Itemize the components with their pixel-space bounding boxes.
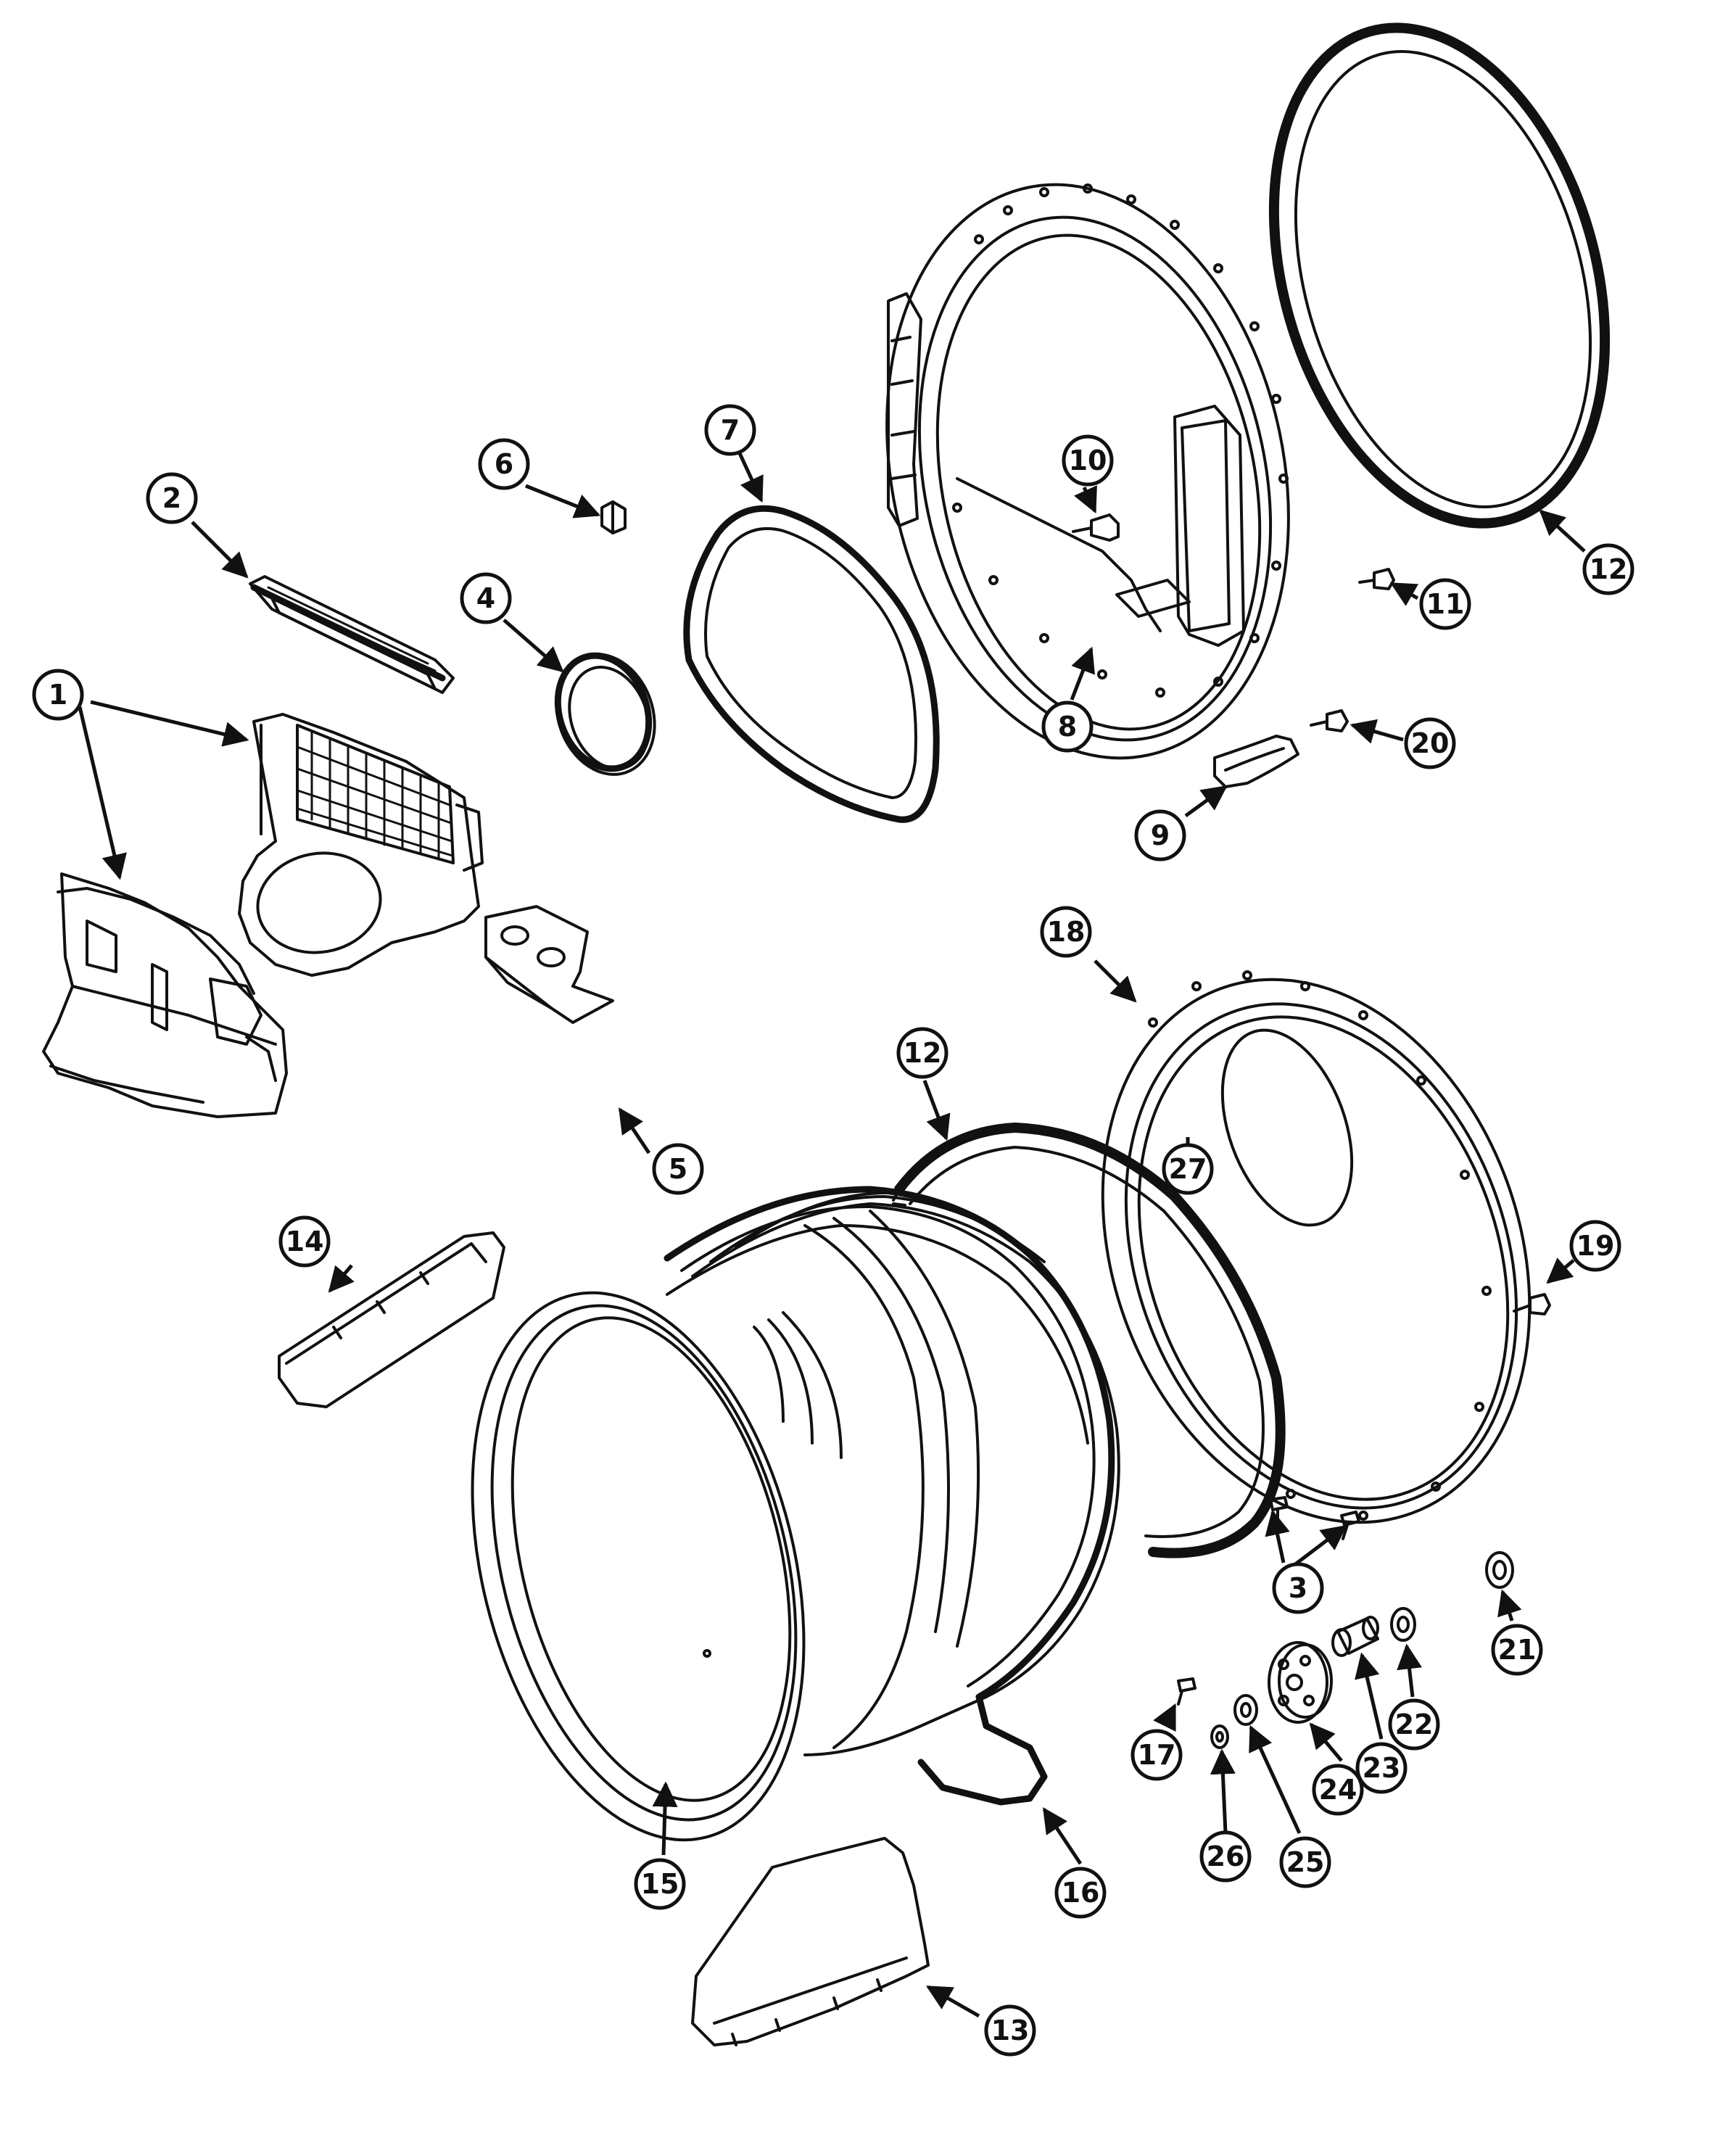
callout-26-label: 26 (1207, 1840, 1245, 1872)
part-clip-26 (1210, 1724, 1229, 1749)
part-washer-21 (1485, 1551, 1514, 1589)
callout-19[interactable]: 19 (1569, 1220, 1621, 1272)
callout-14-label: 14 (286, 1226, 324, 1257)
part-drum (471, 1191, 1120, 1842)
callout-2[interactable]: 2 (146, 472, 198, 524)
callout-23-label: 23 (1363, 1752, 1401, 1784)
part-duct-seal (554, 652, 656, 776)
callout-10[interactable]: 10 (1062, 434, 1114, 487)
part-front-duct-upper (238, 713, 484, 977)
part-screw-10 (1072, 513, 1120, 542)
callout-27-label: 27 (1169, 1153, 1207, 1185)
part-drive-belt (664, 1186, 1115, 1806)
callout-21-label: 21 (1498, 1634, 1537, 1666)
callout-15-label: 15 (641, 1868, 679, 1900)
part-washer-25 (1233, 1694, 1258, 1726)
callout-21[interactable]: 21 (1491, 1624, 1543, 1676)
callout-9[interactable]: 9 (1134, 809, 1186, 862)
callout-2-label: 2 (162, 482, 181, 514)
callout-17[interactable]: 17 (1131, 1729, 1183, 1781)
callout-13-label: 13 (991, 2015, 1030, 2046)
callout-8-label: 8 (1058, 711, 1077, 743)
part-rear-bulkhead (1101, 970, 1532, 1524)
part-lint-screen (249, 575, 455, 694)
callout-25-label: 25 (1286, 1846, 1325, 1878)
part-screw-17 (1177, 1677, 1196, 1706)
callout-19-label: 19 (1576, 1230, 1615, 1262)
part-door-seal (683, 505, 940, 823)
part-clip (600, 500, 627, 534)
callout-11[interactable]: 11 (1419, 578, 1471, 630)
part-screw-20 (1310, 709, 1349, 732)
part-front-bulkhead (885, 183, 1290, 760)
part-roller-shaft-23 (1331, 1616, 1379, 1657)
callout-3[interactable]: 3 (1272, 1562, 1324, 1614)
part-roller-wheel-24 (1268, 1641, 1333, 1724)
callout-14[interactable]: 14 (278, 1215, 331, 1268)
callout-6-label: 6 (495, 448, 513, 480)
callout-7[interactable]: 7 (704, 404, 756, 456)
bulkhead-holes (952, 183, 1289, 698)
callout-10-label: 10 (1069, 445, 1107, 476)
callout-3-label: 3 (1289, 1572, 1307, 1604)
callout-5-label: 5 (669, 1153, 687, 1185)
callout-18-label: 18 (1047, 916, 1086, 948)
rear-bulkhead-holes (1148, 970, 1492, 1521)
part-screw-19 (1513, 1293, 1551, 1315)
callout-4-label: 4 (476, 582, 495, 614)
part-bracket-plate (484, 905, 614, 1024)
callout-1-label: 1 (49, 679, 67, 711)
part-front-duct-lower (42, 872, 288, 1118)
part-lower-cover (691, 1837, 930, 2046)
callout-17-label: 17 (1138, 1739, 1176, 1771)
callout-20[interactable]: 20 (1404, 717, 1456, 769)
callout-7-label: 7 (721, 414, 740, 446)
callout-12-lower-label: 12 (904, 1037, 942, 1069)
callout-16[interactable]: 16 (1054, 1867, 1107, 1919)
callout-25[interactable]: 25 (1279, 1836, 1331, 1888)
part-drum-baffle (278, 1231, 505, 1408)
callout-15[interactable]: 15 (634, 1858, 686, 1910)
part-felt-seal-upper (1268, 22, 1611, 529)
callout-24[interactable]: 24 (1312, 1764, 1364, 1816)
part-small-bracket (1213, 735, 1299, 788)
callout-13[interactable]: 13 (984, 2004, 1036, 2057)
callout-4[interactable]: 4 (460, 572, 512, 624)
callout-1[interactable]: 1 (32, 669, 84, 721)
part-screw-11 (1358, 568, 1395, 590)
part-washer-22 (1390, 1607, 1416, 1642)
callout-9-label: 9 (1151, 819, 1170, 851)
callout-12-upper[interactable]: 12 (1582, 543, 1634, 595)
callout-22-label: 22 (1395, 1709, 1434, 1740)
callout-11-label: 11 (1426, 588, 1465, 620)
callout-16-label: 16 (1062, 1877, 1100, 1909)
callout-20-label: 20 (1411, 727, 1450, 759)
callout-27[interactable]: 27 (1162, 1143, 1214, 1195)
callout-5[interactable]: 5 (652, 1143, 704, 1195)
leader-lines (78, 452, 1586, 2018)
callout-22[interactable]: 22 (1388, 1698, 1440, 1751)
callout-8[interactable]: 8 (1041, 701, 1094, 753)
callout-12-upper-label: 12 (1590, 553, 1628, 585)
callout-26[interactable]: 26 (1199, 1830, 1252, 1883)
callout-12-lower[interactable]: 12 (896, 1027, 948, 1079)
callout-23[interactable]: 23 (1355, 1742, 1408, 1794)
callout-24-label: 24 (1319, 1774, 1357, 1806)
callout-6[interactable]: 6 (478, 438, 530, 490)
callout-18[interactable]: 18 (1040, 906, 1092, 958)
